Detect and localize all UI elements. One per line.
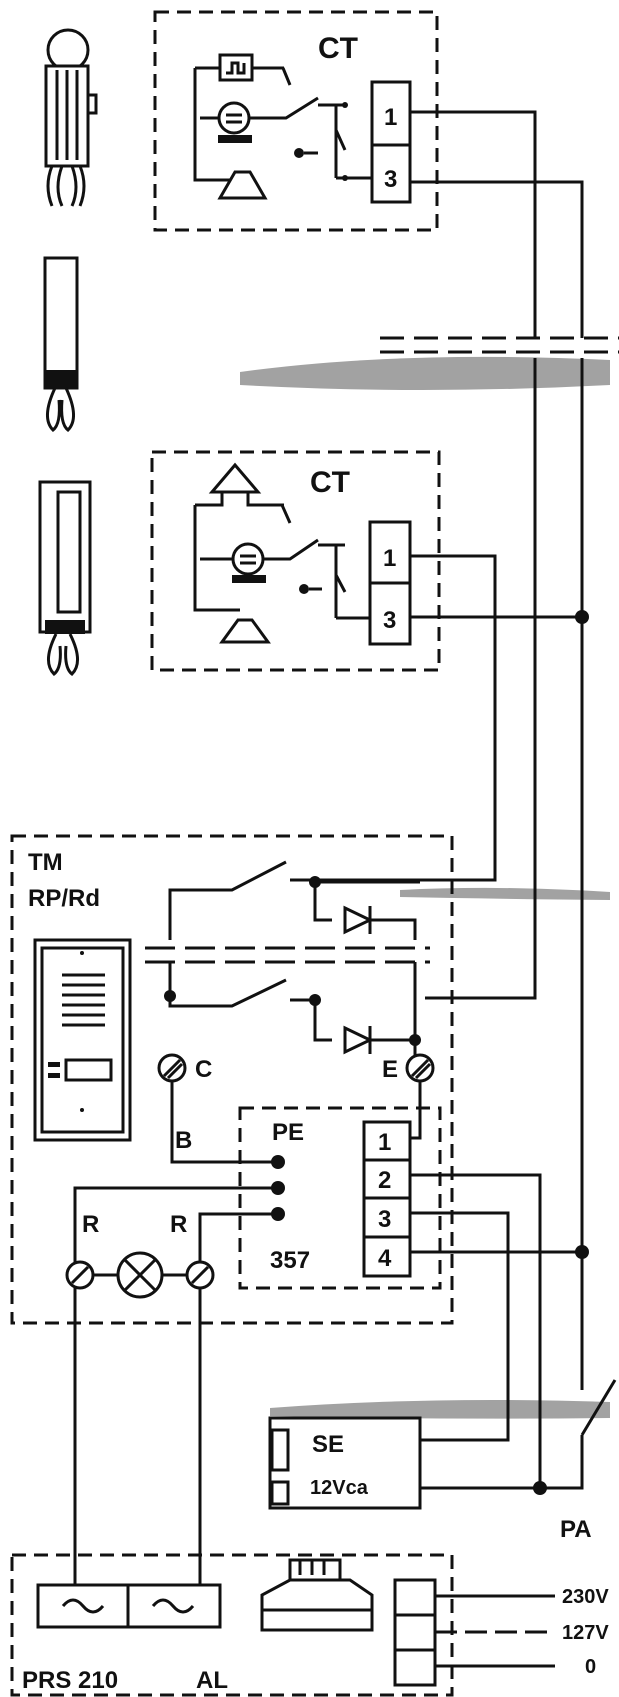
al-label: AL (196, 1667, 228, 1694)
mains-inputs: 230V 127V 0 (435, 1586, 609, 1678)
pa-label: PA (560, 1516, 592, 1543)
ct-mid-terminal-3: 3 (383, 607, 396, 634)
ct-mid-terminal-1: 1 (383, 545, 396, 572)
prs-unit: PRS 210 AL (10, 1553, 454, 1697)
scan-smudges (240, 356, 610, 1419)
transformer-icon (260, 1558, 374, 1632)
model-label: 357 (270, 1247, 310, 1274)
se-voltage-label: 12Vca (310, 1477, 369, 1499)
terminal-c-label: C (195, 1056, 212, 1083)
se-unit: SE 12Vca (268, 1416, 422, 1510)
module-terminal-1: 1 (378, 1129, 391, 1156)
ct-unit-top: CT 1 3 (153, 10, 439, 232)
ct-unit-middle: CT 1 3 (150, 450, 441, 672)
terminal-e-label: E (382, 1056, 398, 1083)
handset-top-icon (44, 28, 98, 207)
handset-lower-icon (38, 480, 92, 676)
v127-label: 127V (562, 1622, 609, 1644)
ct-top-terminal-1: 1 (384, 104, 397, 131)
r-right-label: R (170, 1211, 187, 1238)
ct-top-terminal-3: 3 (384, 166, 397, 193)
module-terminal-3: 3 (378, 1206, 391, 1233)
handset-middle-icon (43, 256, 79, 432)
ct-mid-label: CT (310, 466, 350, 499)
module-terminal-4: 4 (378, 1245, 392, 1272)
tm-panel: TM RP/Rd (10, 834, 454, 1325)
se-label: SE (312, 1431, 344, 1458)
module-terminal-2: 2 (378, 1167, 391, 1194)
rp-rd-label: RP/Rd (28, 885, 100, 912)
bus-wires (315, 110, 619, 1495)
tm-label: TM (28, 849, 63, 876)
door-panel-icon (33, 938, 132, 1142)
v230-label: 230V (562, 1586, 609, 1608)
b-label: B (175, 1127, 192, 1154)
pe-label: PE (272, 1119, 304, 1146)
v0-label: 0 (585, 1656, 596, 1678)
prs-label: PRS 210 (22, 1667, 118, 1694)
r-left-label: R (82, 1211, 99, 1238)
ct-top-label: CT (318, 32, 358, 65)
